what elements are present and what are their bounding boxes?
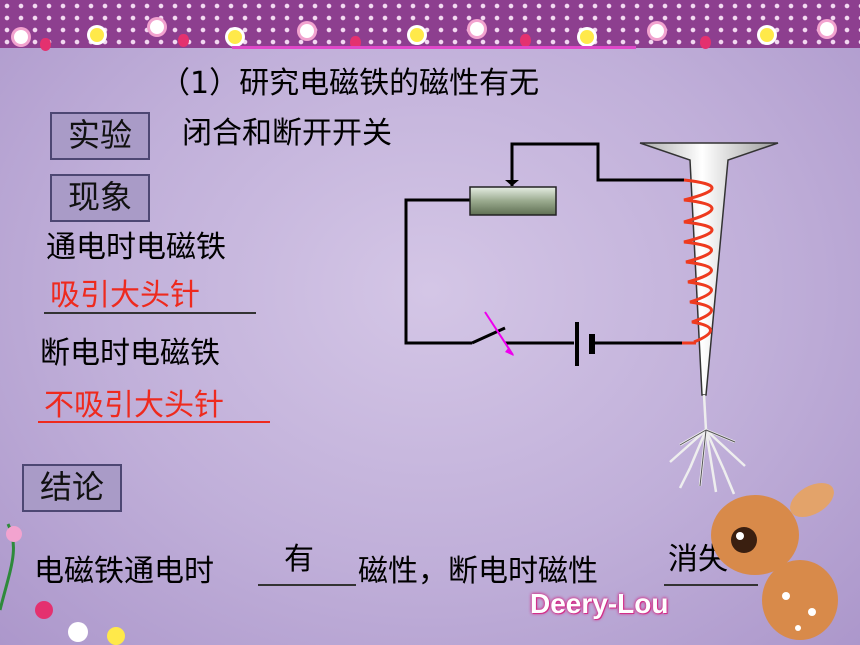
iron-nail xyxy=(639,142,779,396)
rheostat xyxy=(469,186,557,216)
flower-icon xyxy=(470,22,484,36)
flower-icon xyxy=(820,22,834,36)
blank-underline xyxy=(664,584,758,586)
phenomenon-on-text: 通电时电磁铁 xyxy=(46,230,226,265)
flower-icon xyxy=(410,28,424,42)
answer-underline xyxy=(44,312,256,314)
page-title: （1）研究电磁铁的磁性有无 xyxy=(160,66,540,101)
blank-underline xyxy=(258,584,356,586)
conclusion-blank1: 有 xyxy=(284,542,314,577)
experiment-text: 闭合和断开开关 xyxy=(182,116,392,151)
strawberry-icon xyxy=(700,36,711,49)
flower-icon xyxy=(760,28,774,42)
flower-icon xyxy=(14,30,28,44)
flower-icon xyxy=(300,24,314,38)
phenomenon-label: 现象 xyxy=(50,174,150,222)
conclusion-part1: 电磁铁通电时 xyxy=(34,554,214,589)
flower-icon xyxy=(580,30,594,44)
deer-cartoon-illustration xyxy=(711,482,838,640)
flower-icon xyxy=(650,24,664,38)
coil xyxy=(682,178,714,345)
phenomenon-off-text: 断电时电磁铁 xyxy=(40,336,220,371)
flower-icon xyxy=(90,28,104,42)
decorative-border xyxy=(0,0,860,48)
deery-lou-logo: Deery-Lou xyxy=(530,588,669,619)
strawberry-icon xyxy=(178,34,189,47)
answer-underline xyxy=(38,421,270,423)
strawberry-icon xyxy=(520,34,531,47)
flower-icon xyxy=(150,20,164,34)
title-underline-decoration xyxy=(232,46,636,49)
conclusion-part2: 磁性，断电时磁性 xyxy=(358,554,598,589)
vine-decoration xyxy=(0,523,125,645)
strawberry-icon xyxy=(350,36,361,49)
phenomenon-off-answer: 不吸引大头针 xyxy=(44,388,224,423)
conclusion-label: 结论 xyxy=(22,464,122,512)
phenomenon-on-answer: 吸引大头针 xyxy=(50,278,200,313)
flower-icon xyxy=(228,30,242,44)
experiment-label: 实验 xyxy=(50,112,150,160)
strawberry-icon xyxy=(40,38,51,51)
